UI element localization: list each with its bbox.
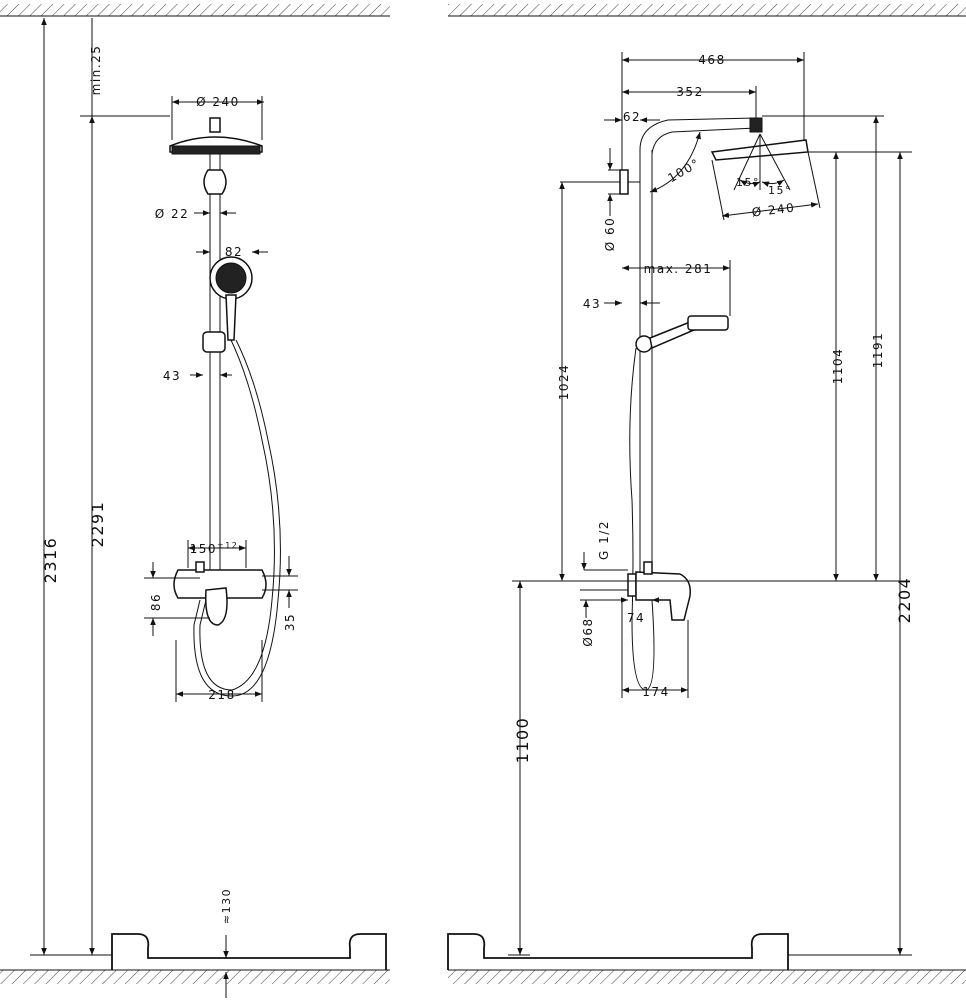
dim-side-tilt-left: 15° [736,176,760,189]
dim-side-total-height: 2204 [895,577,914,624]
dim-side-wall-offset: 43 [583,297,601,311]
dim-side-head-diameter: Ø 240 [751,200,796,219]
dim-side-arm-total: 468 [698,53,725,67]
floor-right [448,969,966,984]
dim-side-tilt-right: 15° [768,184,792,197]
dim-side-mixer-total: 174 [642,685,669,699]
ceiling-left [0,4,390,17]
floor-left [0,969,390,984]
dim-side-wall-gap: 62 [623,110,641,124]
svg-text:150±12: 150±12 [190,541,239,556]
ceiling-right [448,4,966,17]
shower-tray-right [447,933,789,970]
shower-tray-left [111,933,387,970]
dim-front-min-ceiling: min.25 [89,45,103,96]
dim-front-mixer-spacing: 150 [190,542,217,556]
dim-side-bracket-height: 1024 [557,364,571,401]
dim-side-bracket-diameter: Ø 60 [603,217,617,252]
front-shower-assembly [169,117,281,697]
dim-side-arm-length: 352 [676,85,703,99]
dim-front-hand-shower: 82 [225,245,243,259]
dim-front-head-height: 2291 [88,501,107,548]
front-dimensions: 2316 2291 min.25 Ø 240 Ø 22 82 43 150±12 [30,18,298,998]
dim-side-head-bottom: 1104 [831,348,845,385]
side-dimensions: 468 352 62 100° 15° 15° Ø 240 Ø 60 max [508,52,914,956]
dim-side-rosette-diameter: Ø68 [581,617,595,646]
dim-front-mixer-tolerance: ±12 [217,541,238,550]
dim-front-head-diameter: Ø 240 [196,95,240,109]
dim-side-hand-reach: max. 281 [644,262,713,276]
dim-front-mixer-height: 86 [149,593,163,611]
dim-front-wall-offset: 43 [163,369,181,383]
dim-side-mixer-depth: 74 [627,611,645,625]
dim-front-total-height: 2316 [41,537,60,584]
dim-side-arm-angle: 100° [665,156,702,186]
dim-side-connection: G 1/2 [597,520,611,560]
dim-front-tray-height: ≈130 [220,888,233,924]
dim-side-mixer-height: 1100 [513,717,532,764]
dim-side-head-top: 1191 [871,332,885,369]
dim-front-hose-width: 218 [208,688,235,702]
dim-front-mixer-offset: 35 [283,613,297,631]
dim-front-pipe-diameter: Ø 22 [155,207,190,221]
